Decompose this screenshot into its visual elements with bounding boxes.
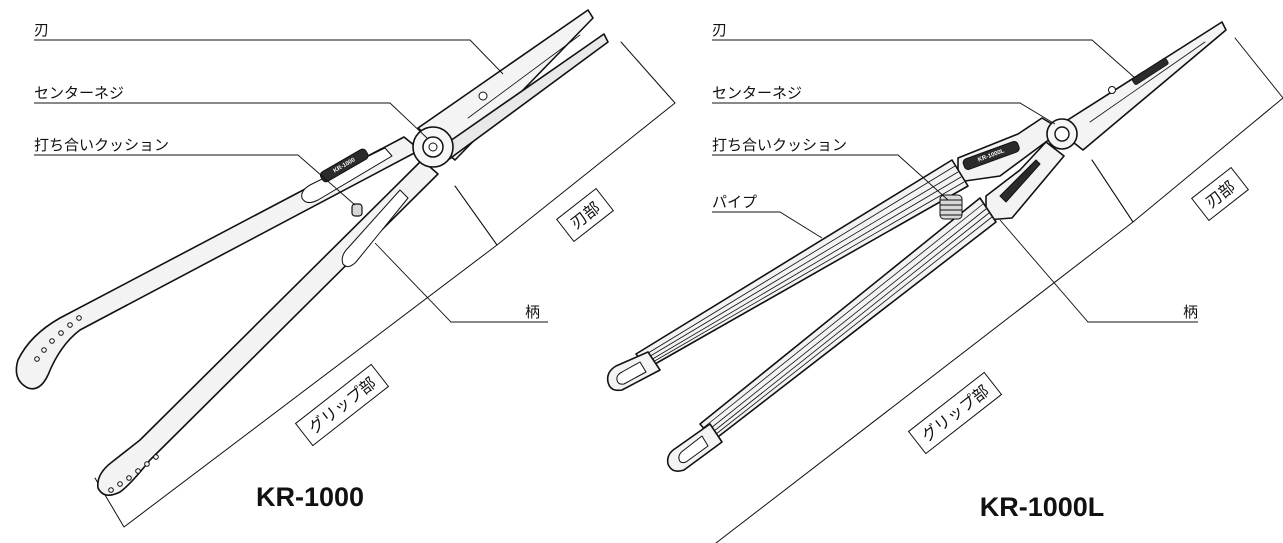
label-blade-r: 刃	[712, 21, 727, 39]
leader-blade-r	[712, 39, 1136, 79]
brand-badge-r	[962, 141, 1020, 170]
leaders-right	[712, 39, 1198, 323]
brand-badge	[319, 148, 369, 183]
label-center-screw: センターネジ	[34, 84, 124, 102]
blade-edge-line	[467, 34, 581, 119]
upper-pipe-ribs	[639, 165, 965, 367]
center-screw-r	[1054, 126, 1070, 142]
lower-pipe-ribs	[702, 203, 993, 439]
model-name-right: KR-1000L	[980, 492, 1105, 522]
lower-handle-groove	[341, 189, 409, 268]
leader-center-screw-r	[712, 102, 1056, 125]
upper-grip-holes	[34, 315, 82, 362]
shears-kr1000: KR-1000	[15, 9, 676, 528]
leaders-left	[34, 39, 548, 323]
blade-mark-r	[1131, 57, 1169, 85]
shears-kr1000l: KR-1000L	[606, 21, 1283, 543]
label-cushion-r: 打ち合いクッション	[712, 136, 847, 154]
blade-rivet	[478, 91, 488, 101]
grip-part-label-r: グリップ部	[918, 381, 993, 445]
lower-grip-holes	[108, 454, 159, 493]
leader-cushion-r	[712, 154, 949, 201]
lower-head-groove-r	[999, 159, 1041, 203]
label-center-screw-r: センターネジ	[712, 84, 802, 102]
leader-handle-r	[999, 219, 1198, 323]
grip-part-label: グリップ部	[305, 373, 380, 437]
leader-cushion	[34, 154, 356, 206]
blade-edge-r	[1089, 41, 1206, 123]
leader-pipe-r	[712, 211, 823, 239]
leader-handle	[374, 242, 548, 323]
blade-rivet-r	[1108, 86, 1116, 94]
lower-pipe-end-slot	[678, 435, 709, 464]
blade-part-box: 刃部	[555, 187, 615, 243]
leader-blade	[34, 39, 504, 75]
upper-pipe-end-slot	[616, 361, 647, 385]
blade-part-box-r: 刃部	[1190, 166, 1250, 222]
cushion-bumper	[351, 203, 363, 217]
label-handle-r: 柄	[1183, 303, 1198, 321]
grip-part-box: グリップ部	[294, 363, 390, 447]
leader-center-screw	[34, 102, 428, 139]
blade-r	[1054, 21, 1227, 151]
cushion-spring-r	[939, 194, 963, 220]
model-name-left: KR-1000	[256, 482, 364, 512]
upper-handle-groove	[301, 147, 393, 204]
grip-part-bracket-r	[715, 159, 1134, 543]
grip-part-bracket	[94, 185, 498, 528]
label-pipe-r: パイプ	[712, 193, 757, 211]
center-screw-core	[428, 142, 438, 152]
label-blade: 刃	[34, 21, 49, 39]
label-cushion: 打ち合いクッション	[34, 136, 169, 154]
label-handle: 柄	[525, 303, 540, 321]
